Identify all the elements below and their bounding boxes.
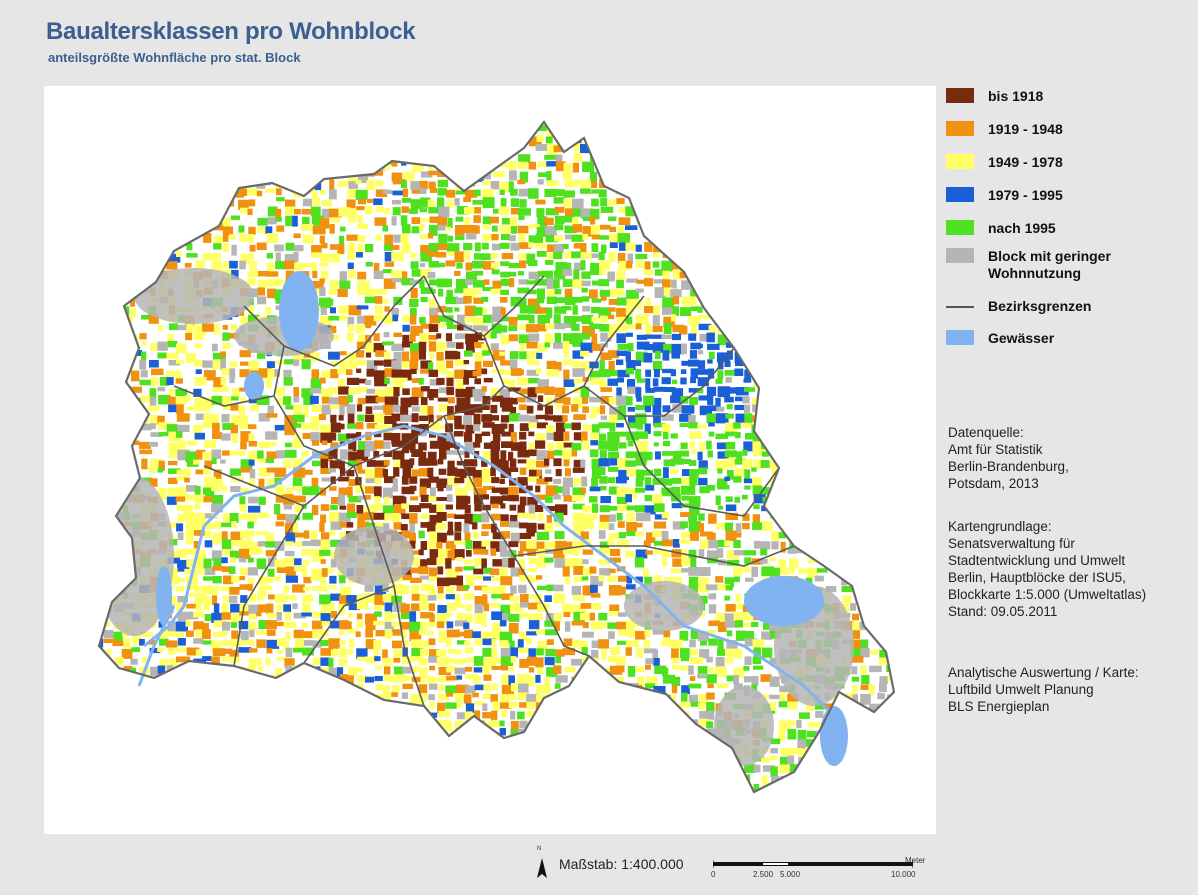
scale-tick: 2.500 bbox=[753, 870, 774, 879]
legend-label: Gewässer bbox=[988, 330, 1055, 346]
basemap-line: Stand: 09.05.2011 bbox=[948, 604, 1058, 619]
basemap-block: Kartengrundlage: Senatsverwaltung für St… bbox=[948, 518, 1193, 620]
analysis-line: Analytische Auswertung / Karte: bbox=[948, 665, 1139, 680]
swatch-1979-1995-icon bbox=[946, 187, 974, 202]
data-source-line: Potsdam, 2013 bbox=[948, 476, 1039, 491]
legend-label: nach 1995 bbox=[988, 220, 1056, 236]
legend-item: 1919 - 1948 bbox=[946, 121, 1063, 138]
data-source-line: Amt für Statistik bbox=[948, 442, 1043, 457]
scale-bar-graphic bbox=[713, 860, 913, 868]
data-source-line: Berlin-Brandenburg, bbox=[948, 459, 1069, 474]
scale-tick: 5.000 bbox=[780, 870, 801, 879]
scale-bar-section: N Maßstab: 1:400.000 Meter 0 2.500 5.000… bbox=[535, 846, 955, 888]
scale-unit: Meter bbox=[905, 856, 926, 865]
line-bezirksgrenzen-icon bbox=[946, 306, 974, 308]
swatch-nach-1995-icon bbox=[946, 220, 974, 235]
legend-label: Bezirksgrenzen bbox=[988, 298, 1092, 314]
scale-label: Maßstab: 1:400.000 bbox=[559, 856, 684, 872]
basemap-line: Blockkarte 1:5.000 (Umweltatlas) bbox=[948, 587, 1147, 602]
legend-item: Bezirksgrenzen bbox=[946, 298, 1091, 315]
legend-item: nach 1995 bbox=[946, 220, 1056, 237]
analysis-block: Analytische Auswertung / Karte: Luftbild… bbox=[948, 664, 1193, 715]
map-frame bbox=[44, 86, 936, 834]
basemap-line: Berlin, Hauptblöcke der ISU5, bbox=[948, 570, 1126, 585]
data-source-block: Datenquelle: Amt für Statistik Berlin-Br… bbox=[948, 424, 1193, 492]
legend-label: 1979 - 1995 bbox=[988, 187, 1063, 203]
basemap-line: Stadtentwicklung und Umwelt bbox=[948, 553, 1126, 568]
north-arrow-icon bbox=[537, 858, 547, 878]
scale-bar: Meter 0 2.500 5.000 10.000 bbox=[711, 856, 925, 888]
north-letter: N bbox=[537, 846, 542, 852]
swatch-1919-1948-icon bbox=[946, 121, 974, 136]
legend-label: 1919 - 1948 bbox=[988, 121, 1063, 137]
swatch-bis-1918-icon bbox=[946, 88, 974, 103]
district-boundaries bbox=[173, 275, 795, 707]
map-subtitle: anteilsgrößte Wohnfläche pro stat. Block bbox=[48, 50, 301, 65]
basemap-line: Senatsverwaltung für bbox=[948, 536, 1075, 551]
legend-label: 1949 - 1978 bbox=[988, 154, 1063, 170]
scale-tick: 10.000 bbox=[891, 870, 916, 879]
map-title: Baualtersklassen pro Wohnblock bbox=[46, 18, 416, 45]
basemap-line: Kartengrundlage: bbox=[948, 519, 1052, 534]
legend-label: bis 1918 bbox=[988, 88, 1044, 104]
legend-item: Gewässer bbox=[946, 330, 1054, 347]
analysis-line: BLS Energieplan bbox=[948, 699, 1050, 714]
berlin-map[interactable] bbox=[44, 86, 936, 834]
water-bodies bbox=[137, 271, 848, 766]
swatch-geringe-wohnnutzung-icon bbox=[946, 248, 974, 263]
legend-item: bis 1918 bbox=[946, 88, 1043, 105]
swatch-gewaesser-icon bbox=[946, 330, 974, 345]
legend-item: 1949 - 1978 bbox=[946, 154, 1063, 171]
analysis-line: Luftbild Umwelt Planung bbox=[948, 682, 1094, 697]
data-source-line: Datenquelle: bbox=[948, 425, 1024, 440]
swatch-1949-1978-icon bbox=[946, 154, 974, 169]
scale-tick: 0 bbox=[711, 870, 716, 879]
legend-item: 1979 - 1995 bbox=[946, 187, 1063, 204]
